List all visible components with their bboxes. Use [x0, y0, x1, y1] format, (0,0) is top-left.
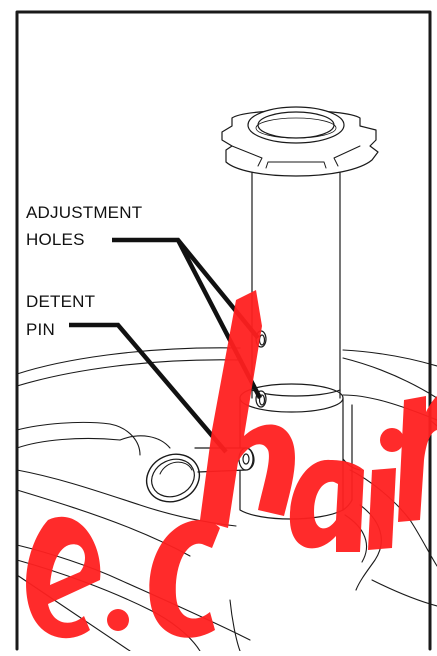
top-cap	[221, 106, 379, 177]
watermark-logo	[26, 290, 437, 639]
label-adjustment-holes-line1: ADJUSTMENT	[26, 203, 143, 222]
frame-border	[15, 10, 432, 651]
upper-tube	[251, 169, 341, 399]
detent-pin-leader	[69, 322, 228, 454]
pull-ring	[145, 453, 201, 503]
label-adjustment-holes-line2: HOLES	[26, 230, 85, 249]
label-detent-pin-line2: PIN	[26, 320, 55, 339]
label-detent-pin-line1: DETENT	[26, 292, 96, 311]
